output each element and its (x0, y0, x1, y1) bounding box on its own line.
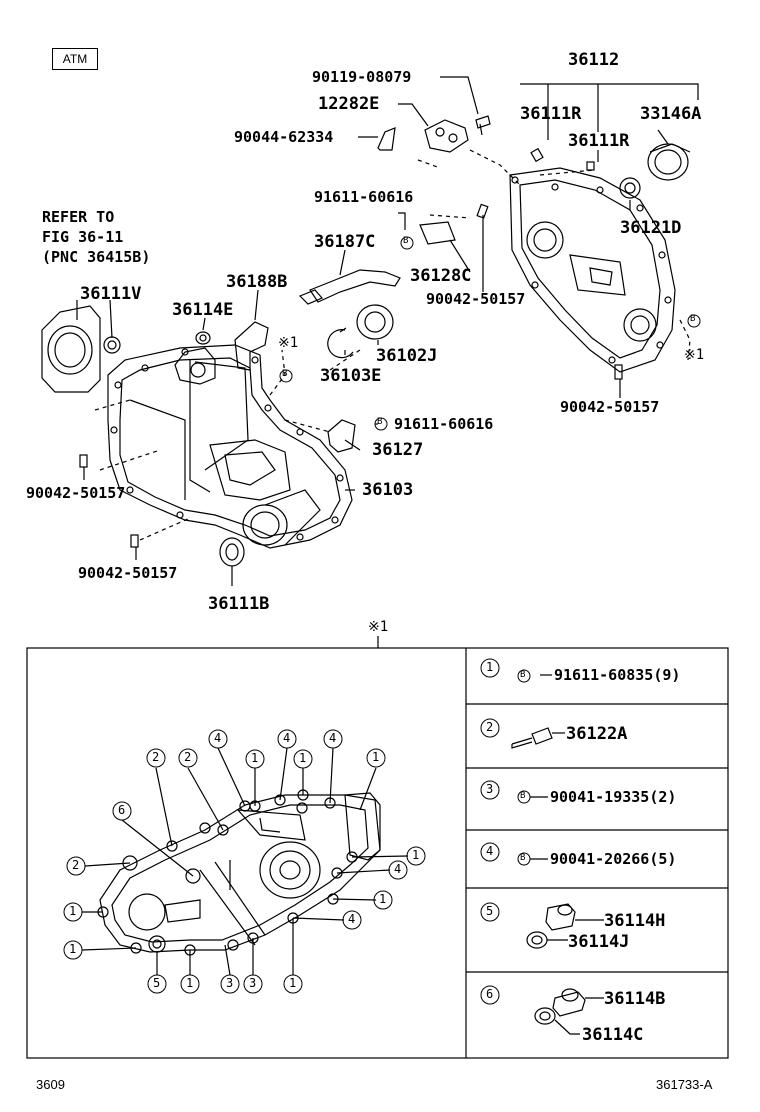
part-label-36103E: 36103E (320, 366, 382, 386)
callout-1c: 1 (372, 750, 380, 764)
legend-num-2: 2 (486, 720, 494, 734)
part-label-36187C: 36187C (314, 232, 376, 252)
refer-note-line2: FIG 36-11 (42, 228, 124, 246)
callout-1d: 1 (412, 848, 420, 862)
part-label-90044-62334: 90044-62334 (234, 128, 334, 146)
part-label-12282E: 12282E (318, 94, 380, 114)
part-label-90042-50157-a: 90042-50157 (426, 290, 526, 308)
callout-5: 5 (153, 976, 161, 990)
part-label-36111R-b: 36111R (568, 131, 630, 151)
mark-x1-a: ※1 (278, 335, 299, 351)
legend-text-6b: 36114C (582, 1025, 644, 1045)
callout-4e: 4 (348, 912, 356, 926)
transfer-case-36103 (107, 344, 353, 549)
mark-x1-box: ※1 (368, 619, 389, 635)
mark-b-a: B (282, 369, 288, 379)
callout-1a: 1 (251, 751, 259, 765)
callout-1g: 1 (69, 942, 77, 956)
part-label-36114E: 36114E (172, 300, 234, 320)
legend-mark-b-4: B (520, 853, 526, 863)
part-label-36128C: 36128C (410, 266, 472, 286)
part-label-36121D: 36121D (620, 218, 682, 238)
legend-num-5: 5 (486, 904, 494, 918)
part-label-90042-50157-d: 90042-50157 (78, 564, 178, 582)
part-label-36102J: 36102J (376, 346, 438, 366)
legend-num-1: 1 (486, 660, 494, 674)
legend-text-6a: 36114B (604, 989, 666, 1009)
callout-2a: 2 (152, 750, 160, 764)
callout-1f: 1 (69, 904, 77, 918)
legend-mark-b-3: B (520, 791, 526, 801)
legend-text-5a: 36114H (604, 911, 666, 931)
callout-1i: 1 (289, 976, 297, 990)
part-label-36111B: 36111B (208, 594, 270, 614)
callout-2b: 2 (184, 750, 192, 764)
part-label-36111R-a: 36111R (520, 104, 582, 124)
part-label-36111V: 36111V (80, 284, 142, 304)
callout-3a: 3 (226, 976, 234, 990)
legend-num-4: 4 (486, 844, 494, 858)
mark-b-d: B (377, 417, 383, 427)
part-label-33146A: 33146A (640, 104, 702, 124)
mark-b-c: B (690, 314, 696, 324)
legend-num-3: 3 (486, 782, 494, 796)
callout-4c: 4 (329, 731, 337, 745)
callout-4d: 4 (394, 862, 402, 876)
part-label-36127: 36127 (372, 440, 424, 460)
callout-2c: 2 (72, 858, 80, 872)
legend-text-1: 91611-60835(9) (554, 666, 681, 684)
callout-1h: 1 (186, 976, 194, 990)
legend-num-6: 6 (486, 987, 494, 1001)
refer-note-line1: REFER TO (42, 208, 115, 226)
footer-page-number: 3609 (36, 1077, 65, 1092)
legend-text-2: 36122A (566, 724, 628, 744)
callout-1b: 1 (299, 751, 307, 765)
part-label-36188B: 36188B (226, 272, 288, 292)
part-label-36103: 36103 (362, 480, 414, 500)
refer-note-line3: (PNC 36415B) (42, 248, 151, 266)
callout-1e: 1 (379, 892, 387, 906)
callout-6: 6 (118, 803, 126, 817)
part-label-90042-50157-b: 90042-50157 (560, 398, 660, 416)
footer-drawing-id: 361733-A (656, 1077, 713, 1092)
callout-4b: 4 (283, 731, 291, 745)
legend-text-3: 90041-19335(2) (550, 788, 677, 806)
part-label-91611-60616-b: 91611-60616 (394, 415, 494, 433)
atm-badge: ATM (52, 48, 98, 70)
legend-mark-b-1: B (520, 670, 526, 680)
mark-x1-b: ※1 (684, 347, 705, 363)
legend-text-4: 90041-20266(5) (550, 850, 677, 868)
part-label-90119-08079: 90119-08079 (312, 68, 412, 86)
callout-3b: 3 (249, 976, 257, 990)
part-label-91611-60616-a: 91611-60616 (314, 188, 414, 206)
part-label-90042-50157-c: 90042-50157 (26, 484, 126, 502)
extension-case-36112 (509, 167, 676, 373)
callout-4a: 4 (214, 731, 222, 745)
mark-b-b: B (403, 236, 409, 246)
legend-text-5b: 36114J (568, 932, 630, 952)
part-label-36112: 36112 (568, 50, 620, 70)
